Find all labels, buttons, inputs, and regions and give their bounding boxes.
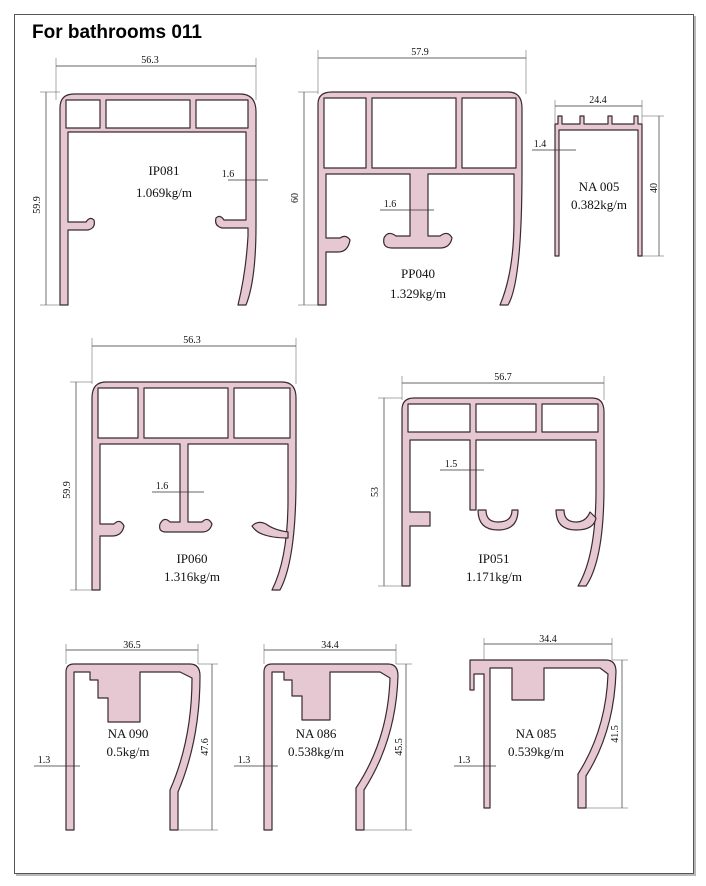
profile-na005: 24.4 40 1.4 NA 005 0.382kg/m	[532, 95, 664, 257]
na086-weight-label: 0.538kg/m	[288, 744, 344, 759]
na005-thickness-label: 1.4	[534, 139, 547, 150]
ip060-code-label: IP060	[176, 551, 207, 566]
na085-weight-label: 0.539kg/m	[508, 744, 564, 759]
pp040-weight-label: 1.329kg/m	[390, 286, 446, 301]
ip060-width-label: 56.3	[183, 335, 201, 346]
profile-pp040-section	[317, 91, 523, 306]
pp040-width-label: 57.9	[411, 47, 429, 58]
profile-ip060-hook	[251, 521, 289, 539]
profile-na086: 34.4 45.5 1.3 NA 086 0.538kg/m	[234, 640, 412, 831]
na005-height-label: 40	[649, 183, 660, 193]
ip081-weight-label: 1.069kg/m	[136, 185, 192, 200]
pp040-height-label: 60	[290, 193, 301, 203]
ip051-weight-label: 1.171kg/m	[466, 569, 522, 584]
profile-ip081-section	[59, 93, 257, 306]
pp040-thickness-label: 1.6	[384, 199, 397, 210]
profile-na086-section	[263, 663, 399, 831]
profile-ip051: 56.7 53 1.5 IP051 1.171kg/m	[370, 372, 605, 587]
ip081-height-label: 59.9	[32, 196, 43, 214]
ip051-width-label: 56.7	[494, 372, 512, 383]
ip060-thickness-label: 1.6	[156, 481, 169, 492]
na005-code-label: NA 005	[579, 179, 620, 194]
ip051-thickness-label: 1.5	[445, 459, 458, 470]
profile-na090-section	[65, 663, 201, 831]
ip060-weight-label: 1.316kg/m	[164, 569, 220, 584]
ip051-height-label: 53	[370, 487, 381, 497]
na085-thickness-label: 1.3	[458, 755, 471, 766]
profile-ip051-section	[401, 397, 605, 587]
na090-thickness-label: 1.3	[38, 755, 51, 766]
na085-height-label: 41.5	[610, 725, 621, 743]
pp040-code-label: PP040	[401, 266, 435, 281]
na085-code-label: NA 085	[516, 726, 557, 741]
na005-width-label: 24.4	[589, 95, 607, 106]
na005-weight-label: 0.382kg/m	[571, 197, 627, 212]
na090-height-label: 47.6	[200, 738, 211, 756]
na090-width-label: 36.5	[123, 640, 141, 651]
profile-pp040: 57.9 60 1.6 PP040 1.329kg/m	[290, 47, 527, 306]
na086-code-label: NA 086	[296, 726, 337, 741]
profile-na085-section	[469, 659, 617, 809]
profile-ip051-slot	[477, 509, 519, 531]
page-title: For bathrooms 011	[32, 22, 202, 43]
ip060-height-label: 59.9	[62, 481, 73, 499]
profile-na085: 34.4 41.5 1.3 NA 085 0.539kg/m	[454, 634, 628, 809]
ip081-code-label: IP081	[148, 163, 179, 178]
na086-width-label: 34.4	[321, 640, 339, 651]
profile-ip060: 56.3 59.9 1.6 IP060 1.316kg/m	[62, 335, 297, 591]
na086-thickness-label: 1.3	[238, 755, 251, 766]
na086-height-label: 45.5	[394, 738, 405, 756]
profile-ip081: 56.3 59.9 1.6 IP081 1.069kg/m	[32, 55, 268, 306]
profile-na090: 36.5 47.6 1.3 NA 090 0.5kg/m	[34, 640, 218, 831]
na090-code-label: NA 090	[108, 726, 149, 741]
profile-na005-section	[554, 115, 643, 257]
ip081-thickness-label: 1.6	[222, 169, 235, 180]
na085-width-label: 34.4	[539, 634, 557, 645]
ip051-code-label: IP051	[478, 551, 509, 566]
profile-ip051-hook	[555, 509, 597, 531]
na090-weight-label: 0.5kg/m	[107, 744, 150, 759]
profile-ip060-section	[91, 381, 297, 591]
ip081-width-label: 56.3	[141, 55, 159, 66]
